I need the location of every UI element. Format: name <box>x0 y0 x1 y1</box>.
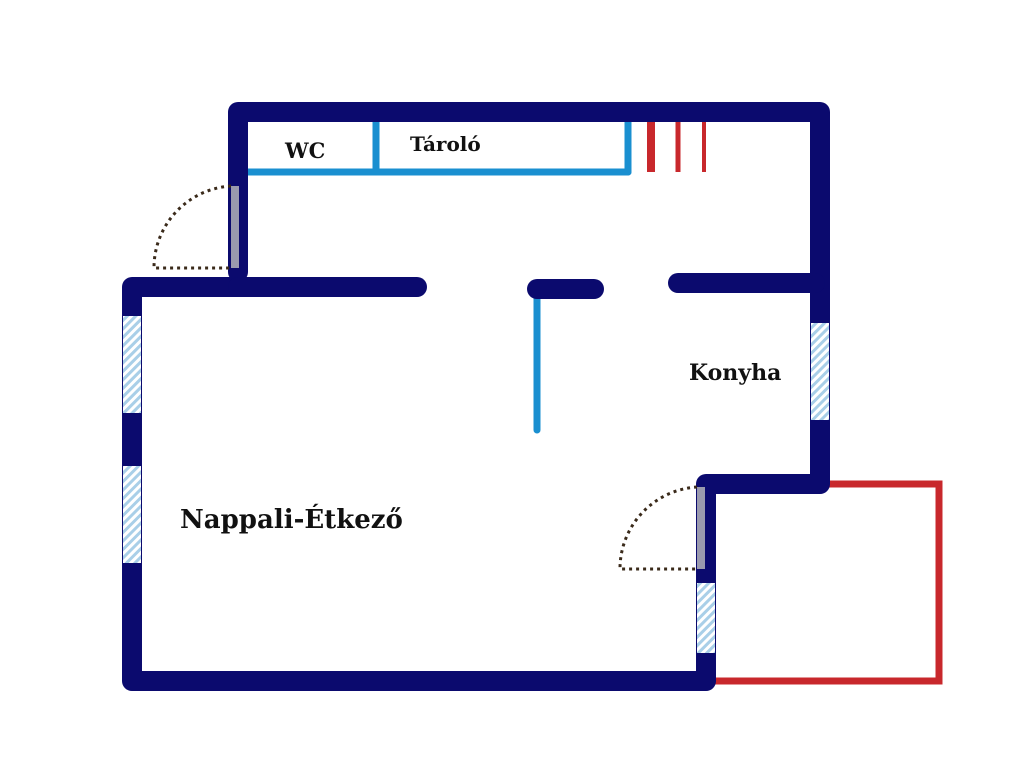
room-label-storage: Tároló <box>410 132 481 156</box>
upper-wall <box>122 102 830 691</box>
window-left-upper <box>123 316 141 413</box>
window-kitchen <box>811 323 829 420</box>
window-left-lower <box>123 466 141 563</box>
windows <box>123 316 829 653</box>
entrance-door-leaf <box>231 186 239 268</box>
room-label-wc: WC <box>284 138 325 163</box>
balcony-outline <box>706 480 943 685</box>
balcony-door <box>618 485 705 571</box>
entrance-door <box>152 184 239 270</box>
exterior-walls <box>122 102 830 691</box>
partition-walls <box>236 116 632 434</box>
room-label-living-dining: Nappali-Étkező <box>180 503 403 535</box>
room-label-kitchen: Konyha <box>689 360 781 386</box>
entrance-door-swing <box>152 184 232 270</box>
balcony-door-leaf <box>697 487 705 569</box>
balcony-door-swing <box>618 485 698 571</box>
radiator-marks <box>647 122 706 172</box>
window-balcony-door <box>697 583 715 653</box>
